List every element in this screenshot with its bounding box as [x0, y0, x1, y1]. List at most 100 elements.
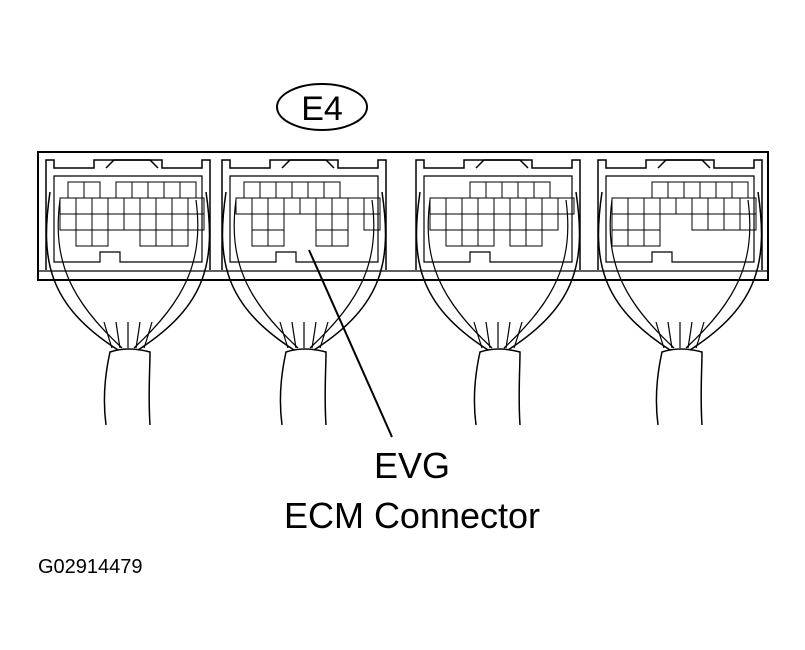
pin-cavity	[267, 197, 285, 215]
pin-cavity	[83, 181, 101, 199]
pin-cavity	[699, 181, 717, 199]
harness-inner-curve	[427, 199, 569, 349]
pin-cavity	[509, 197, 527, 215]
pin-cavity	[315, 197, 333, 215]
pin-cavity	[477, 197, 495, 215]
pin-cavity	[493, 197, 511, 215]
connector-code-ellipse	[276, 83, 368, 131]
pin-cavity	[651, 181, 669, 199]
pin-cavity	[75, 197, 93, 215]
wire-harness	[45, 191, 211, 426]
pin-cavity	[659, 197, 677, 215]
pin-cavity	[67, 181, 85, 199]
connector-block	[45, 159, 211, 270]
pin-cavity	[627, 197, 645, 215]
pin-cavity	[75, 213, 93, 231]
pin-cavity	[611, 197, 629, 215]
harness-outer-curve	[415, 191, 581, 351]
terminal-label: EVG	[374, 445, 450, 486]
wire-end	[473, 321, 483, 349]
cavity-frame	[229, 175, 379, 263]
pin-cavity	[501, 181, 519, 199]
wire-end	[311, 321, 317, 349]
pin-cavity	[291, 181, 309, 199]
pin-cavity	[91, 229, 109, 247]
wire-bundle	[655, 348, 703, 426]
wire-end	[695, 321, 705, 349]
pin-cavity	[283, 197, 301, 215]
wire-end	[279, 321, 289, 349]
pin-cavity	[123, 213, 141, 231]
pin-cavity	[163, 181, 181, 199]
wire-bundle	[103, 348, 151, 426]
connector-block	[415, 159, 581, 270]
pin-cavity	[267, 229, 285, 247]
latch-tab	[281, 159, 335, 169]
pin-cavity	[445, 213, 463, 231]
pin-cavity	[171, 197, 189, 215]
wire-end	[655, 321, 665, 349]
harness-outer-curve	[221, 191, 387, 351]
harness-inner-curve	[233, 199, 375, 349]
pin-cavity	[331, 197, 349, 215]
pin-cavity	[667, 181, 685, 199]
pin-cavity	[235, 197, 253, 215]
pin-cavity	[187, 213, 205, 231]
pin-cavity	[347, 197, 365, 215]
pin-cavity	[147, 181, 165, 199]
pin-cavity	[493, 213, 511, 231]
pin-cavity	[139, 229, 157, 247]
cavity-frame	[53, 175, 203, 263]
pin-cavity	[643, 213, 661, 231]
component-label: ECM Connector	[284, 495, 540, 536]
pin-cavity	[251, 229, 269, 247]
cavity-frame	[605, 175, 755, 263]
pin-cavity	[323, 181, 341, 199]
pin-cavity	[243, 181, 261, 199]
pin-cavity	[363, 213, 381, 231]
leader-line	[308, 249, 393, 438]
pin-cavity	[59, 197, 77, 215]
pin-cavity	[691, 197, 709, 215]
wire-end	[485, 321, 491, 349]
pin-cavity	[485, 181, 503, 199]
pin-cavity	[461, 229, 479, 247]
latch-tab	[105, 159, 159, 169]
pin-cavity	[715, 181, 733, 199]
pin-cavity	[477, 213, 495, 231]
pin-cavity	[683, 181, 701, 199]
pin-cavity	[541, 197, 559, 215]
pin-cavity	[259, 181, 277, 199]
pin-cavity	[267, 213, 285, 231]
pin-cavity	[107, 213, 125, 231]
harness-inner-curve	[57, 199, 199, 349]
pin-cavity	[251, 213, 269, 231]
pin-cavity	[275, 181, 293, 199]
wire-harnesses	[45, 191, 763, 426]
pin-cavity	[251, 197, 269, 215]
harness-outer-curve	[597, 191, 763, 351]
pin-cavity	[611, 213, 629, 231]
pin-cavity	[707, 197, 725, 215]
pin-cavity	[541, 213, 559, 231]
pin-cavity	[155, 229, 173, 247]
pin-cavity	[611, 229, 629, 247]
wire-end	[135, 321, 141, 349]
pin-cavity	[107, 197, 125, 215]
wire-end	[667, 321, 673, 349]
wire-end	[687, 321, 693, 349]
wire-bundle	[279, 348, 327, 426]
pin-cavity	[461, 213, 479, 231]
wire-harness	[415, 191, 581, 426]
pin-cavity	[525, 229, 543, 247]
pin-cavity	[123, 197, 141, 215]
pin-cavity	[739, 213, 757, 231]
pin-cavity	[171, 229, 189, 247]
pin-cavity	[315, 213, 333, 231]
cavity-frame	[423, 175, 573, 263]
pin-cavity	[331, 229, 349, 247]
pin-cavity	[533, 181, 551, 199]
pin-cavity	[509, 213, 527, 231]
pin-cavity	[643, 197, 661, 215]
